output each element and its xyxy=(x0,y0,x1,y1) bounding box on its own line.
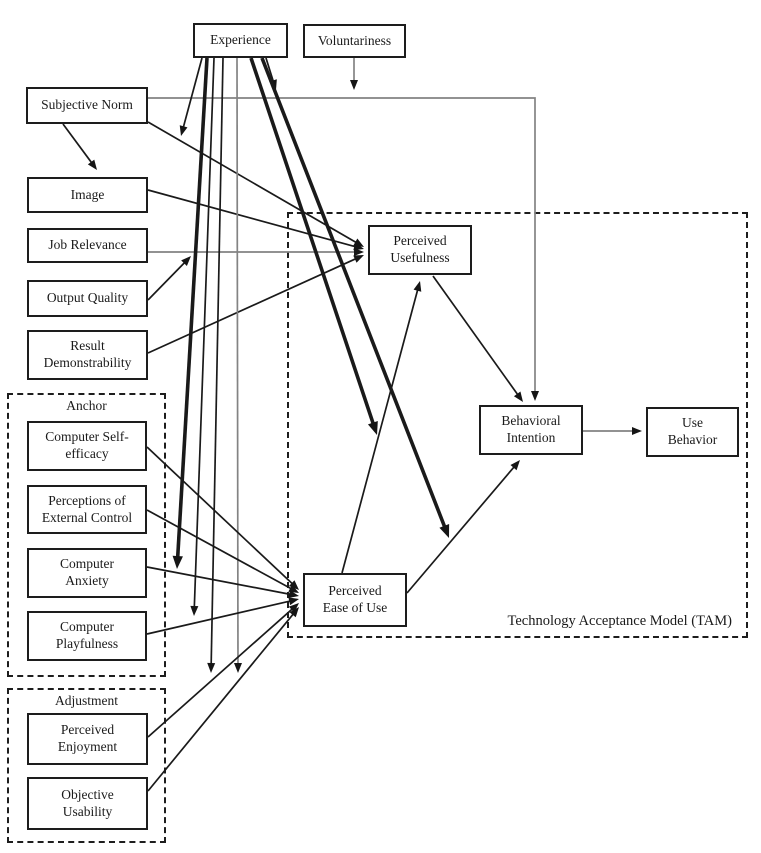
edge-peou-to-behavioral-intention xyxy=(406,465,516,594)
edge-experience-moderates-sn-pu xyxy=(182,57,203,129)
edge-experience-moderates-ou-peou xyxy=(236,57,239,666)
arrowhead-output-quality-moderates-jr-pu xyxy=(181,256,191,266)
node-computer-playfulness: Computer Playfulness xyxy=(27,611,147,661)
arrowhead-perceived-enjoyment-to-peou xyxy=(288,603,299,613)
edge-image-to-perceived-usefulness xyxy=(147,189,357,248)
node-perceived-ease-of-use: Perceived Ease of Use xyxy=(303,573,407,627)
node-computer-anxiety: Computer Anxiety xyxy=(27,548,147,598)
arrowhead-experience-moderates-sn-pu xyxy=(179,125,188,136)
node-computer-playfulness-label: Computer Playfulness xyxy=(55,619,119,651)
node-job-relevance-label: Job Relevance xyxy=(48,237,127,253)
edge-peou-to-perceived-usefulness xyxy=(341,288,419,574)
arrowhead-behavioral-intention-to-use-behavior xyxy=(632,427,642,435)
arrowhead-subjective-norm-to-behavioral-intention xyxy=(531,391,539,401)
arrowhead-subjective-norm-to-image xyxy=(87,159,97,170)
edge-computer-self-efficacy-to-peou xyxy=(146,446,294,586)
node-experience: Experience xyxy=(193,23,288,58)
node-objective-usability-label: Objective Usability xyxy=(61,786,114,819)
node-objective-usability: Objective Usability xyxy=(27,777,148,830)
arrowhead-peou-to-perceived-usefulness xyxy=(413,281,422,292)
node-voluntariness-label: Voluntariness xyxy=(317,32,392,48)
group-adjustment-label: Adjustment xyxy=(55,693,118,708)
edge-perceived-enjoyment-to-peou xyxy=(147,607,294,738)
arrowhead-experience-moderates-ou-peou xyxy=(233,662,242,673)
node-subjective-norm: Subjective Norm xyxy=(26,87,148,124)
node-use-behavior: Use Behavior xyxy=(646,407,739,457)
node-perceptions-of-external-control: Perceptions of External Control xyxy=(27,485,147,534)
node-output-quality: Output Quality xyxy=(27,280,148,317)
edge-experience-moderates-pe-peou xyxy=(210,57,224,666)
node-perceived-ease-of-use-label: Perceived Ease of Use xyxy=(322,583,388,615)
edge-output-quality-moderates-jr-pu xyxy=(147,261,187,301)
arrowhead-experience-moderates-pe-peou xyxy=(207,662,216,673)
node-computer-self-efficacy-label: Computer Self- efficacy xyxy=(45,429,129,461)
node-subjective-norm-label: Subjective Norm xyxy=(41,97,133,113)
node-perceived-enjoyment-label: Perceived Enjoyment xyxy=(57,722,118,754)
edge-experience-moderates-peou-pu xyxy=(249,57,376,426)
node-experience-label: Experience xyxy=(210,32,271,48)
group-anchor-label: Anchor xyxy=(66,398,107,413)
arrowhead-computer-anxiety-to-peou xyxy=(288,590,299,599)
node-use-behavior-label: Use Behavior xyxy=(667,415,718,447)
node-image-label: Image xyxy=(70,186,105,202)
node-job-relevance: Job Relevance xyxy=(27,228,148,263)
edge-perceptions-of-external-control-to-peou xyxy=(146,509,293,590)
group-tam: Technology Acceptance Model (TAM) xyxy=(287,212,748,638)
node-perceptions-of-external-control-label: Perceptions of External Control xyxy=(41,492,133,525)
edge-subjective-norm-to-image xyxy=(62,123,93,165)
node-result-demonstrability-label: Result Demonstrability xyxy=(43,338,132,370)
group-adjustment: Adjustment xyxy=(7,688,166,843)
node-perceived-enjoyment: Perceived Enjoyment xyxy=(27,713,148,765)
edge-computer-playfulness-to-peou xyxy=(146,599,292,635)
arrowhead-experience-moderates-canx-peou xyxy=(172,555,183,569)
group-tam-label: Technology Acceptance Model (TAM) xyxy=(507,613,732,629)
edge-computer-anxiety-to-peou xyxy=(146,566,292,596)
arrowhead-experience-moderates-peou-bi xyxy=(439,523,450,538)
node-computer-self-efficacy: Computer Self- efficacy xyxy=(27,421,147,471)
node-perceived-usefulness-label: Perceived Usefulness xyxy=(390,233,450,265)
arrowhead-experience-moderates-cplay-peou xyxy=(190,605,199,616)
arrowhead-computer-playfulness-to-peou xyxy=(288,597,299,606)
edge-result-demonstrability-to-perceived-usefulness xyxy=(147,257,358,354)
edge-subjective-norm-to-perceived-usefulness xyxy=(147,121,358,244)
arrowhead-objective-usability-to-peou xyxy=(289,607,299,618)
arrowhead-computer-self-efficacy-to-peou xyxy=(288,580,299,590)
arrowhead-experience-moderates-peou-pu xyxy=(367,421,378,435)
arrowhead-peou-to-behavioral-intention xyxy=(510,460,520,471)
arrowhead-job-relevance-to-perceived-usefulness xyxy=(354,248,364,256)
node-result-demonstrability: Result Demonstrability xyxy=(27,330,148,380)
group-anchor: Anchor xyxy=(7,393,166,677)
node-image: Image xyxy=(27,177,148,213)
arrowhead-voluntariness-moderates-sn-bi xyxy=(350,80,358,90)
edge-experience-moderates-peou-bi xyxy=(260,57,447,529)
arrowhead-image-to-perceived-usefulness xyxy=(353,242,364,251)
edge-objective-usability-to-peou xyxy=(147,612,295,792)
node-perceived-usefulness: Perceived Usefulness xyxy=(368,225,472,275)
edge-experience-moderates-cplay-peou xyxy=(193,57,215,609)
node-voluntariness: Voluntariness xyxy=(303,24,406,58)
node-behavioral-intention: Behavioral Intention xyxy=(479,405,583,455)
node-output-quality-label: Output Quality xyxy=(46,290,129,306)
edge-experience-moderates-canx-peou xyxy=(175,57,209,559)
edge-experience-moderates-sn-bi xyxy=(265,57,275,83)
arrowhead-perceived-usefulness-to-behavioral-intention xyxy=(513,391,523,402)
arrowhead-result-demonstrability-to-perceived-usefulness xyxy=(353,255,364,263)
edge-perceived-usefulness-to-behavioral-intention xyxy=(432,275,520,396)
node-behavioral-intention-label: Behavioral Intention xyxy=(501,413,561,445)
node-computer-anxiety-label: Computer Anxiety xyxy=(60,556,114,588)
edge-subjective-norm-to-behavioral-intention xyxy=(148,97,536,393)
